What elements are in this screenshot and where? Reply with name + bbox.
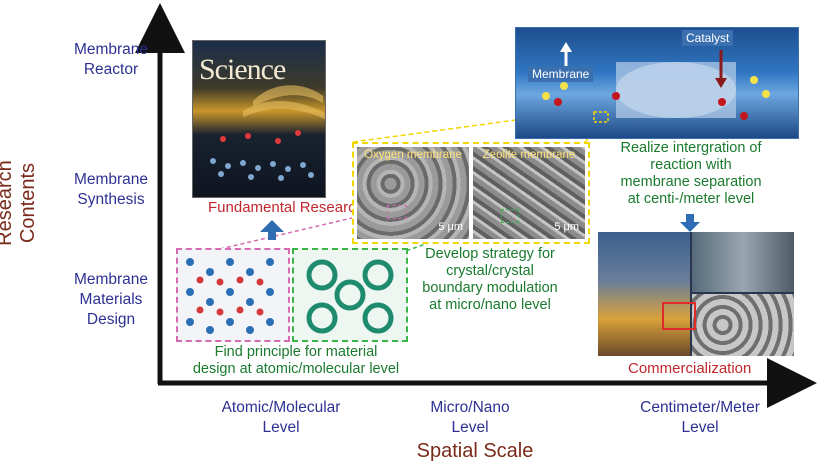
y-level-text: Synthesis (77, 191, 145, 208)
sem-images-frame: Oxygen membrane 5 μm Zeolite membrane 5 … (352, 142, 590, 244)
caption-line: at centi-/meter level (627, 191, 755, 207)
plant-module-photo-top (692, 232, 794, 292)
y-level-text: Materials (79, 291, 143, 308)
x-level-text: Centimeter/Meter (640, 399, 760, 416)
x-level-text: Atomic/Molecular (221, 399, 341, 416)
scale-bar-label: 5 μm (438, 221, 463, 233)
caption-micro-strategy: Develop strategy for crystal/crystal bou… (405, 246, 575, 314)
reactor-catalyst-label: Catalyst (682, 30, 734, 46)
caption-line: at micro/nano level (429, 297, 551, 313)
scale-bar-label: 5 μm (554, 221, 579, 233)
up-arrow-icon (260, 220, 284, 240)
caption-line: boundary modulation (422, 280, 558, 296)
down-arrow-icon (680, 214, 700, 232)
plant-module-photo-bottom (692, 294, 794, 356)
x-level-text: Level (262, 419, 300, 436)
science-cover-art (210, 85, 325, 181)
reactor-tube-art (542, 42, 770, 123)
y-level-reactor: Membrane Reactor (56, 40, 166, 80)
green-marker-box (501, 209, 519, 223)
caption-line: crystal/crystal (446, 263, 534, 279)
caption-commercialization: Commercialization (628, 360, 752, 377)
y-axis-title: Research Contents (0, 160, 39, 246)
atomic-lattice-art (186, 258, 274, 334)
reactor-membrane-label: Membrane (528, 66, 594, 82)
y-level-text: Membrane (73, 271, 149, 288)
y-level-synthesis: Membrane Synthesis (56, 170, 166, 210)
oxygen-membrane-sem-image: Oxygen membrane 5 μm (357, 147, 469, 239)
caption-line: reaction with (650, 157, 732, 173)
industrial-plant-image (598, 232, 794, 356)
zeolite-structure-image (292, 248, 408, 342)
caption-line: Develop strategy for (425, 246, 555, 262)
x-level-text: Micro/Nano (430, 399, 510, 416)
oxygen-membrane-label: Oxygen membrane (364, 149, 462, 161)
caption-fundamental-research: Fundamental Research (208, 199, 364, 216)
plant-highlight-box (662, 302, 696, 330)
x-level-text: Level (681, 419, 719, 436)
x-level-text: Level (451, 419, 489, 436)
atomic-structure-image (176, 248, 290, 342)
caption-line: membrane separation (620, 174, 762, 190)
science-cover-title: Science (199, 53, 286, 86)
y-level-text: Membrane (73, 171, 149, 188)
caption-atomic-principle: Find principle for material design at at… (180, 344, 412, 378)
x-axis-title: Spatial Scale (416, 440, 534, 462)
y-level-materials: Membrane Materials Design (56, 270, 166, 330)
caption-line: design at atomic/molecular level (192, 361, 400, 377)
caption-line: Find principle for material (214, 344, 378, 360)
zeolite-framework-art (306, 259, 394, 334)
plant-tower-photo (598, 232, 690, 356)
x-level-atomic: Atomic/Molecular Level (196, 398, 366, 438)
y-level-text: Design (86, 311, 136, 328)
zeolite-membrane-label: Zeolite membrane (482, 149, 576, 161)
pink-marker-box (387, 205, 407, 219)
x-level-centi: Centimeter/Meter Level (615, 398, 785, 438)
science-cover-image: Science (192, 40, 326, 198)
zeolite-membrane-sem-image: Zeolite membrane 5 μm (473, 147, 585, 239)
caption-line: Realize intergration of (620, 140, 762, 156)
y-level-text: Membrane (73, 41, 149, 58)
y-level-text: Reactor (83, 61, 139, 78)
x-level-micro: Micro/Nano Level (395, 398, 545, 438)
caption-integration: Realize intergration of reaction with me… (593, 140, 789, 208)
membrane-reactor-image: Membrane Catalyst (515, 27, 799, 139)
